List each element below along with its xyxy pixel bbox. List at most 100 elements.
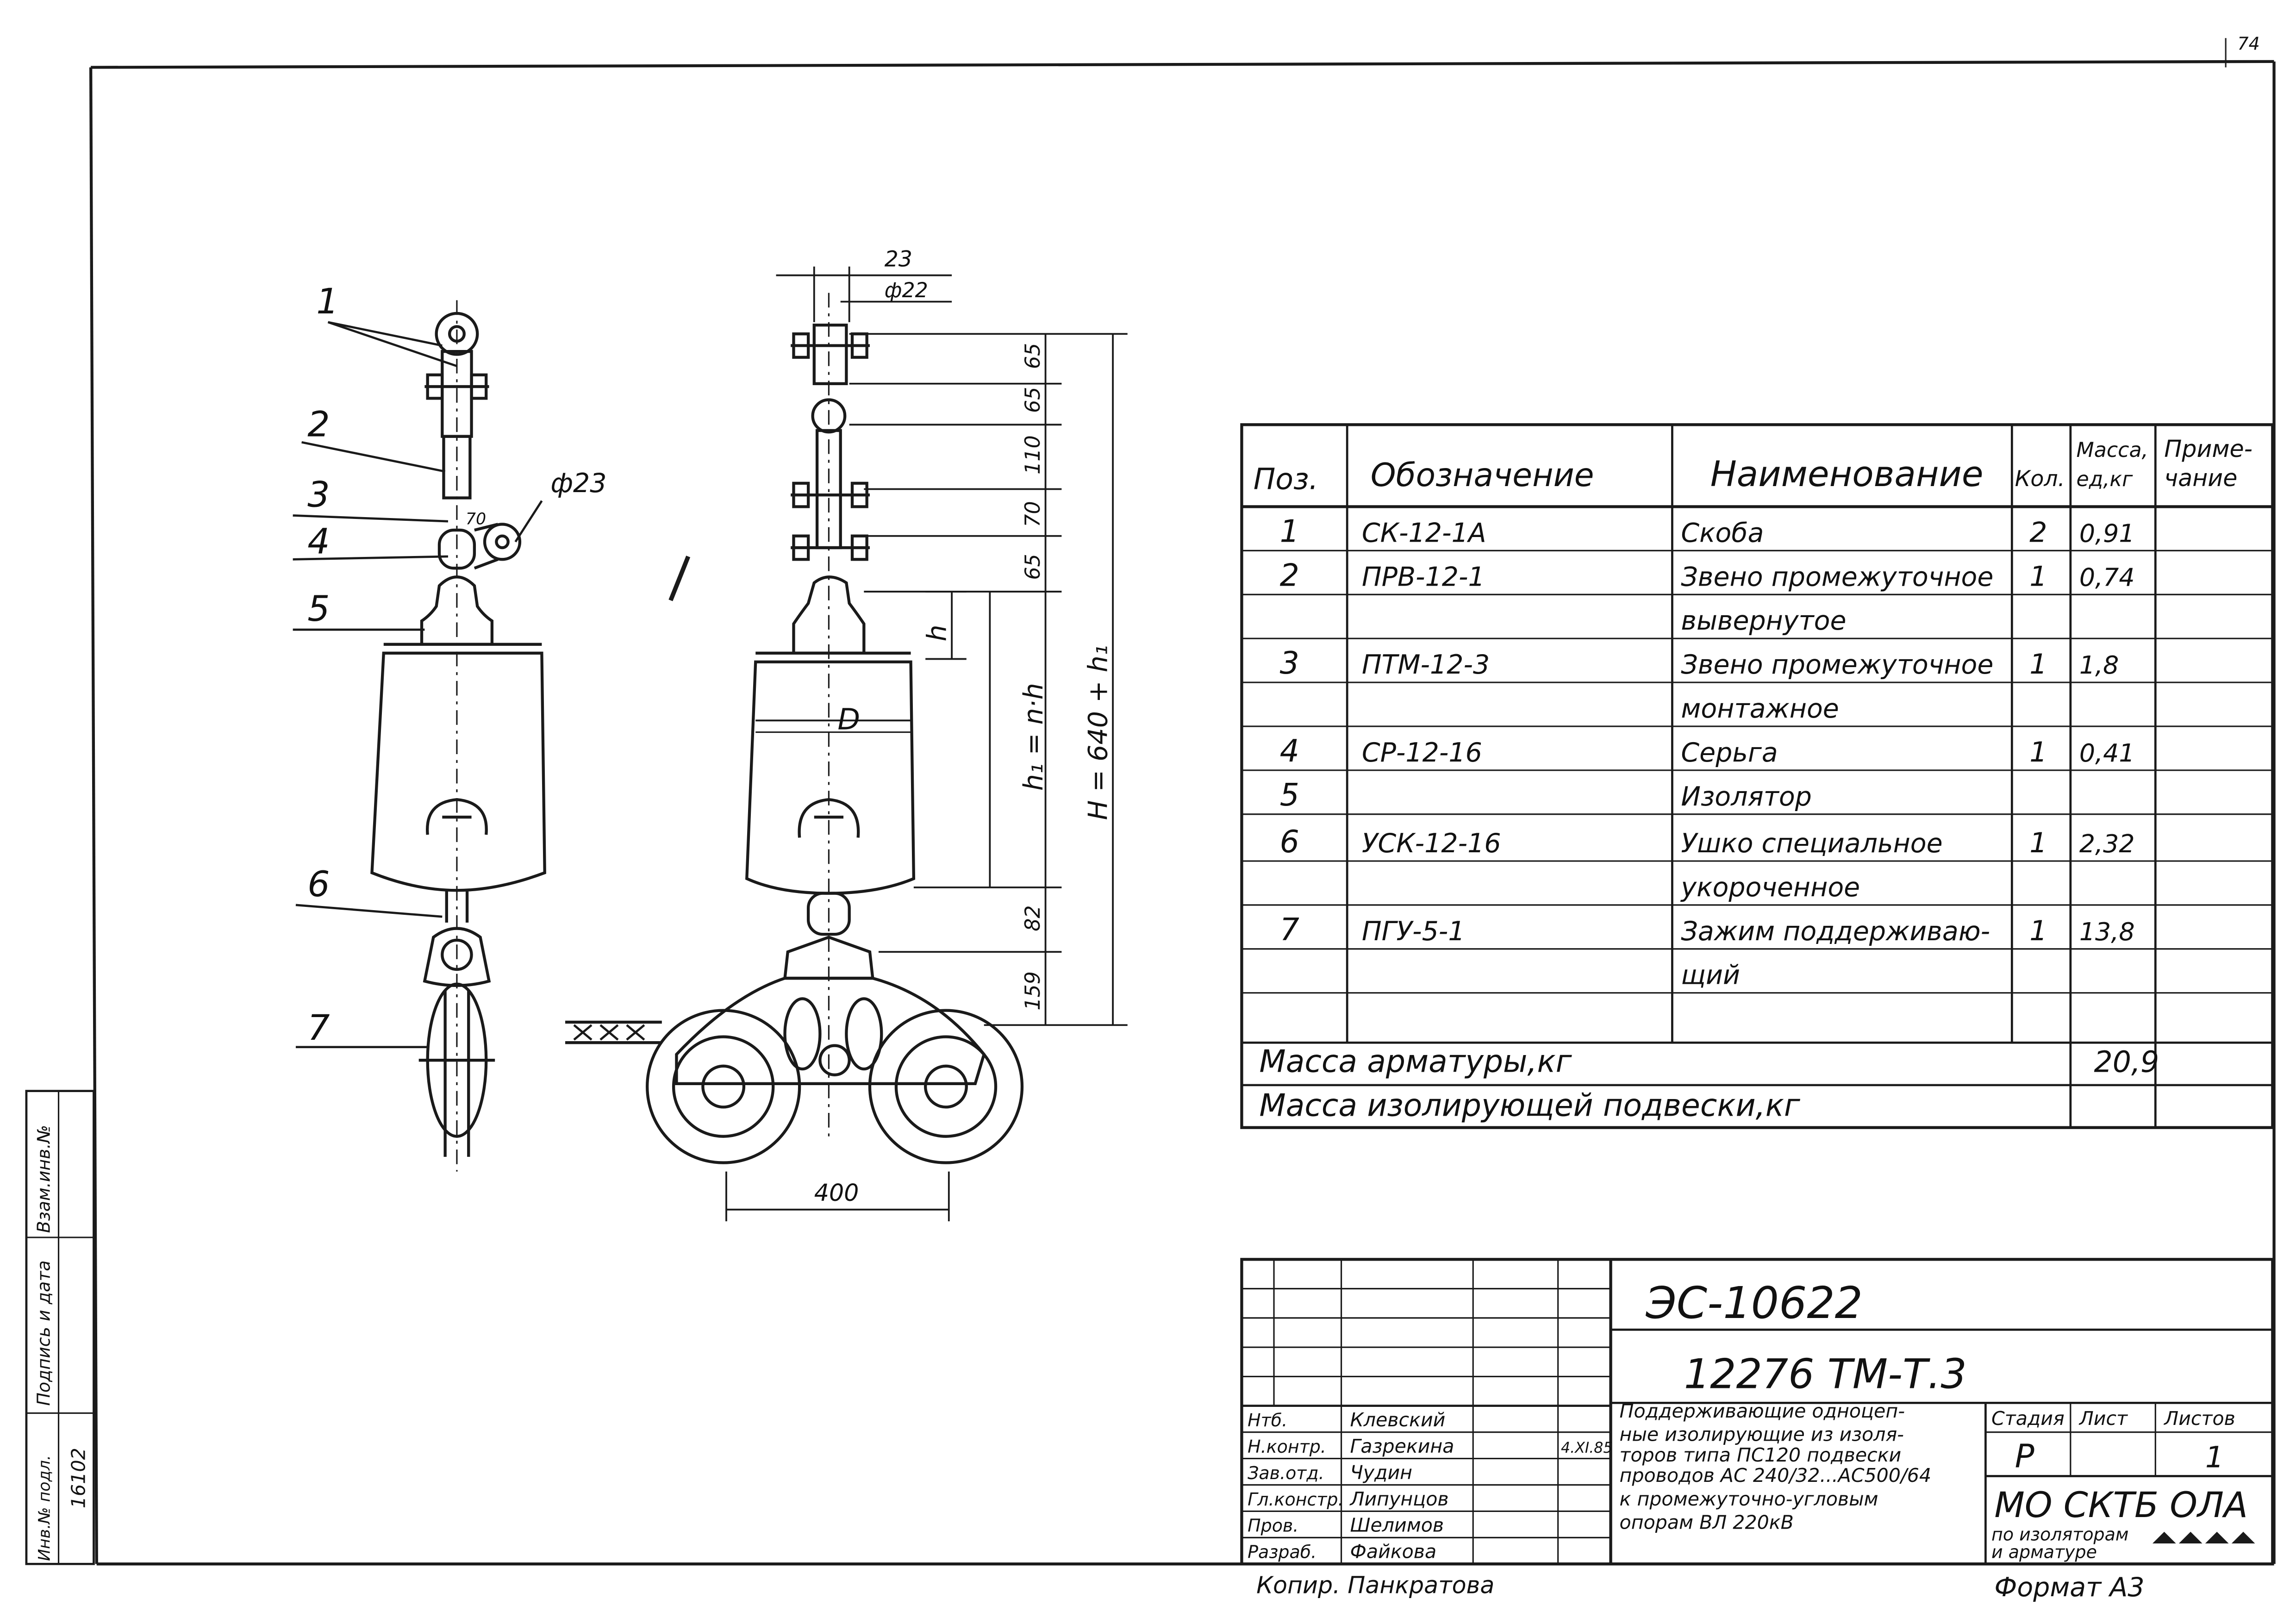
table-row: вывернутое xyxy=(1681,606,1846,636)
row-pos: 7 xyxy=(1280,912,1299,948)
person-role: Пров. xyxy=(1248,1516,1298,1536)
row-pos: 4 xyxy=(1280,733,1299,769)
row-qty: 1 xyxy=(2029,560,2047,593)
document-code: ЭС-10622 xyxy=(1646,1278,1863,1329)
person-role: Разраб. xyxy=(1248,1542,1316,1562)
organization-sub-2: и арматуре xyxy=(1991,1542,2097,1562)
row-name: вывернутое xyxy=(1681,606,1846,636)
person-name: Шелимов xyxy=(1350,1514,1444,1537)
row-designation: УСК-12-16 xyxy=(1362,828,1501,859)
callout-2: 2 xyxy=(307,404,330,445)
drawing-number: 12276 ТМ-Т.3 xyxy=(1684,1350,1967,1398)
row-mass: 1,8 xyxy=(2079,650,2119,680)
row-designation: ПГУ-5-1 xyxy=(1362,916,1465,947)
dim-159: 159 xyxy=(1021,971,1045,1010)
row-name: Ушко специальное xyxy=(1681,828,1942,859)
person-name: Файкова xyxy=(1350,1541,1437,1563)
row-designation: ПТМ-12-3 xyxy=(1362,650,1490,680)
spec-table-grid xyxy=(1240,423,2274,1129)
title-block-person-row: Нтб. Клевский xyxy=(1248,1409,1445,1431)
dimension-lines xyxy=(725,266,1128,1222)
spec-header-designation: Обозначение xyxy=(1371,456,1594,494)
row-pos: 3 xyxy=(1280,645,1299,681)
spec-header-name: Наименование xyxy=(1710,454,1984,494)
person-name: Газрекина xyxy=(1350,1435,1454,1457)
spec-header-qty: Кол. xyxy=(2015,466,2065,492)
description-line: опорам ВЛ 220кВ xyxy=(1620,1511,1794,1533)
organization-sub-1: по изоляторам xyxy=(1991,1524,2128,1545)
side-stamp-exchange-label: Взам.инв.№ xyxy=(34,1125,54,1233)
side-stamp xyxy=(25,1090,95,1565)
row-name: Зажим поддерживаю- xyxy=(1681,916,1990,947)
title-block-person-row: Пров. Шелимов xyxy=(1248,1514,1444,1537)
person-name: Липунцов xyxy=(1349,1488,1449,1510)
top-diameter-dim: ф22 xyxy=(885,279,928,302)
row-pos: 2 xyxy=(1280,557,1299,593)
title-block-grid xyxy=(1240,1258,2274,1566)
callout-4: 4 xyxy=(307,521,330,562)
person-role: Гл.констр. xyxy=(1248,1489,1343,1510)
person-date: 4.XI.85 xyxy=(1561,1440,1612,1456)
callout-1: 1 xyxy=(316,281,338,322)
callout-5: 5 xyxy=(307,588,330,629)
total-height-label: H = 640 + h₁ xyxy=(1083,645,1113,820)
side-stamp-signature-label: Подпись и дата xyxy=(34,1260,54,1405)
row-name: Серьга xyxy=(1681,737,1778,768)
dim-70: 70 xyxy=(1021,501,1045,527)
person-name: Чудин xyxy=(1350,1462,1413,1484)
callout-6: 6 xyxy=(307,864,330,905)
row-name: Звено промежуточное xyxy=(1681,650,1993,680)
title-block-person-row: Разраб. Файкова xyxy=(1248,1541,1436,1563)
format-label: Формат А3 xyxy=(1994,1572,2144,1603)
width-400-label: 400 xyxy=(814,1179,859,1206)
table-row: щий xyxy=(1681,960,1740,991)
dim-82: 82 xyxy=(1021,905,1045,931)
spec-header-note-1: Приме- xyxy=(2164,435,2252,462)
person-role: Н.контр. xyxy=(1248,1437,1326,1457)
front-view-assembly xyxy=(565,293,1024,1164)
dim-65-third: 65 xyxy=(1021,554,1045,580)
callout-leaders xyxy=(293,321,543,1049)
table-row: 6 УСК-12-16 Ушко специальное 1 2,32 xyxy=(1280,824,2135,860)
stage-label: Стадия xyxy=(1991,1407,2065,1430)
table-row: укороченное xyxy=(1680,872,1860,903)
row-mass: 2,32 xyxy=(2079,829,2135,858)
row-qty: 1 xyxy=(2029,736,2047,768)
row-name: Скоба xyxy=(1681,518,1764,548)
sheet-label: Лист xyxy=(2078,1407,2128,1430)
row-pos: 6 xyxy=(1280,824,1299,860)
title-block-person-row: Зав.отд. Чудин xyxy=(1248,1462,1412,1484)
small-dim-70: 70 xyxy=(466,510,486,528)
page-number: 74 xyxy=(2237,34,2259,54)
row-designation: СК-12-1А xyxy=(1362,518,1486,548)
person-role: Зав.отд. xyxy=(1248,1463,1324,1483)
hole-diameter-label: ф23 xyxy=(550,468,606,499)
title-block-person-row: Н.контр. Газрекина 4.XI.85 xyxy=(1248,1435,1612,1457)
person-role: Нтб. xyxy=(1248,1410,1287,1430)
table-row: монтажное xyxy=(1681,693,1839,724)
row-pos: 1 xyxy=(1280,513,1299,549)
total-fittings-value: 20,9 xyxy=(2094,1044,2159,1079)
spec-header-mass-1: Масса, xyxy=(2077,438,2148,462)
row-mass: 0,41 xyxy=(2079,738,2135,768)
person-name: Клевский xyxy=(1350,1409,1446,1431)
row-name: Изолятор xyxy=(1681,781,1811,812)
row-mass: 0,74 xyxy=(2079,562,2135,592)
row-qty: 1 xyxy=(2029,915,2047,947)
total-suspension-label: Масса изолирующей подвески,кг xyxy=(1259,1087,1800,1123)
description-line: ные изолирующие из изоля- xyxy=(1620,1424,1904,1446)
h1-label: h₁ = n·h xyxy=(1018,683,1049,791)
row-qty: 1 xyxy=(2029,827,2047,859)
organization-name: МО СКТБ ОЛА xyxy=(1994,1485,2248,1525)
spec-header-pos: Поз. xyxy=(1254,462,1318,496)
sheets-label: Листов xyxy=(2163,1407,2235,1430)
dim-110: 110 xyxy=(1021,435,1045,474)
row-name: укороченное xyxy=(1680,872,1860,903)
stage-value: Р xyxy=(2015,1438,2034,1475)
row-name: монтажное xyxy=(1681,693,1839,724)
